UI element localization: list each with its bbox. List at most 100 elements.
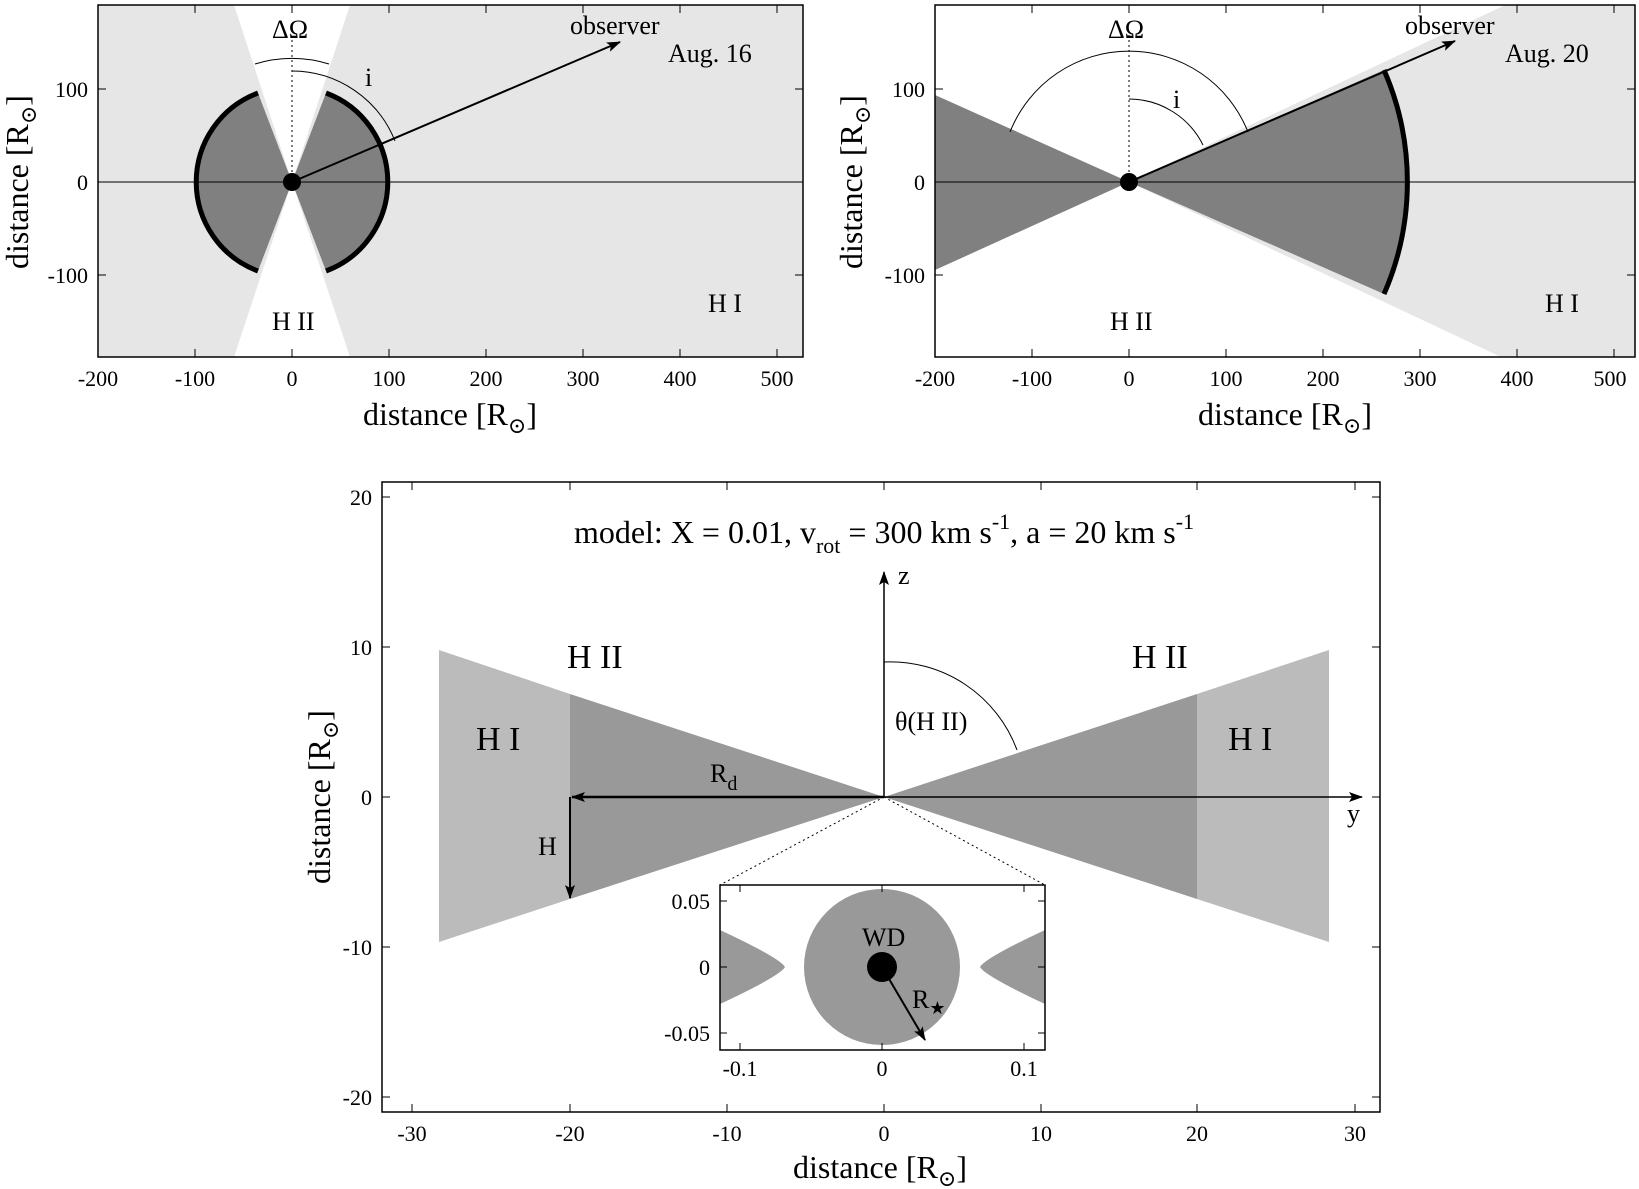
xtick-labels-a: -200 -100 0 100 200 300 400 500	[78, 366, 794, 391]
inset-ticks	[720, 885, 1045, 1050]
svg-text:400: 400	[664, 366, 697, 391]
ticks-model	[382, 482, 1380, 1112]
svg-text:-20: -20	[343, 1085, 372, 1110]
inset-ytick-labels: 0.05 0 -0.05	[664, 889, 710, 1046]
svg-text:0: 0	[77, 170, 88, 195]
svg-text:-10: -10	[343, 935, 372, 960]
svg-text:-0.05: -0.05	[664, 1021, 710, 1046]
ylabel-b: distance [R⊙]	[833, 95, 875, 269]
xlabel-b: distance [R⊙]	[1198, 396, 1372, 438]
svg-text:0: 0	[877, 1056, 888, 1081]
svg-text:-20: -20	[555, 1121, 584, 1146]
inset-radius-arrow	[881, 966, 926, 1041]
svg-text:-200: -200	[915, 366, 955, 391]
xtick-labels-b: -200 -100 0 100 200 300 400 500	[915, 366, 1627, 391]
observer-arrow-b	[1128, 40, 1456, 183]
inset-disk-right	[980, 930, 1045, 1004]
svg-text:-100: -100	[1012, 366, 1052, 391]
svg-text:100: 100	[373, 366, 406, 391]
zoom-line-left	[719, 796, 885, 886]
inset-wd-label: WD	[862, 923, 905, 952]
h-label: H	[538, 832, 557, 861]
svg-text:10: 10	[1030, 1121, 1052, 1146]
svg-text:100: 100	[55, 77, 88, 102]
xlabel-a: distance [R⊙]	[363, 396, 537, 438]
svg-text:20: 20	[350, 485, 372, 510]
hi-label-left: H I	[476, 721, 520, 758]
svg-text:20: 20	[1186, 1121, 1208, 1146]
svg-text:300: 300	[1404, 366, 1437, 391]
inclination-arc-a	[291, 70, 396, 142]
svg-text:-0.1: -0.1	[723, 1056, 758, 1081]
xtick-labels-model: -30 -20 -10 0 10 20 30	[397, 1121, 1366, 1146]
xlabel-model: distance [R⊙]	[793, 1149, 967, 1189]
hi-wedge-right	[1197, 650, 1329, 942]
z-axis-label: z	[898, 561, 910, 590]
delta-omega-arc-a	[254, 57, 330, 65]
inclination-label-a: i	[365, 63, 372, 92]
svg-text:500: 500	[761, 366, 794, 391]
ticks-a	[97, 5, 803, 357]
model-title: model: X = 0.01, vrot = 300 km s-1, a = …	[574, 509, 1194, 558]
hii-label-a: H II	[272, 307, 315, 336]
inset-panel: WD R★ -0.1 0 0.1 0.05 0 -0.05	[664, 884, 1046, 1081]
hii-label-right: H II	[1132, 639, 1188, 676]
inset-xtick-labels: -0.1 0 0.1	[723, 1056, 1038, 1081]
svg-text:200: 200	[1307, 366, 1340, 391]
svg-text:10: 10	[350, 635, 372, 660]
inset-rstar-label: R★	[912, 985, 945, 1018]
hi-label-right: H I	[1228, 721, 1272, 758]
svg-text:0.1: 0.1	[1010, 1056, 1038, 1081]
svg-text:0: 0	[1124, 366, 1135, 391]
svg-text:400: 400	[1501, 366, 1534, 391]
svg-text:100: 100	[892, 77, 925, 102]
observer-label-a: observer	[570, 11, 660, 40]
panel-aug20: ΔΩ i observer Aug. 20 H II H I -200 -100…	[833, 4, 1636, 438]
date-label-b: Aug. 20	[1505, 39, 1589, 68]
hi-wedge-left	[439, 650, 570, 942]
hi-label-a: H I	[708, 289, 742, 318]
hii-label-left: H II	[567, 639, 623, 676]
inclination-label-b: i	[1173, 85, 1180, 114]
svg-text:0: 0	[879, 1121, 890, 1146]
svg-text:100: 100	[1210, 366, 1243, 391]
svg-text:-200: -200	[78, 366, 118, 391]
svg-text:300: 300	[567, 366, 600, 391]
svg-text:-100: -100	[48, 263, 88, 288]
theta-label: θ(H II)	[895, 707, 967, 736]
ionized-cone-a-lower	[234, 182, 350, 357]
white-dwarf-a	[283, 173, 301, 191]
panel-aug16: ΔΩ i observer Aug. 16 H II H I -200 -100…	[0, 4, 804, 438]
svg-text:-10: -10	[712, 1121, 741, 1146]
observer-arrow-a	[291, 41, 621, 183]
svg-text:30: 30	[1344, 1121, 1366, 1146]
ytick-labels-b: 100 0 -100	[885, 77, 925, 288]
svg-text:0: 0	[914, 170, 925, 195]
svg-text:-100: -100	[175, 366, 215, 391]
svg-text:0: 0	[287, 366, 298, 391]
frame-a	[97, 4, 804, 358]
rd-label: Rd	[710, 759, 737, 795]
inclination-arc-b	[1128, 98, 1204, 146]
hii-label-b: H II	[1110, 307, 1153, 336]
date-label-a: Aug. 16	[668, 39, 752, 68]
observer-label-b: observer	[1405, 11, 1495, 40]
y-axis-label: y	[1347, 799, 1360, 828]
ytick-labels-a: 100 0 -100	[48, 77, 88, 288]
ylabel-model: distance [R⊙]	[301, 710, 343, 884]
panel-model: model: X = 0.01, vrot = 300 km s-1, a = …	[301, 481, 1381, 1189]
svg-text:-100: -100	[885, 263, 925, 288]
zoom-line-right	[883, 796, 1046, 886]
ytick-labels-model: 20 10 0 -10 -20	[343, 485, 372, 1110]
ylabel-a: distance [R⊙]	[0, 95, 41, 269]
svg-text:0: 0	[699, 955, 710, 980]
svg-text:200: 200	[470, 366, 503, 391]
svg-text:500: 500	[1594, 366, 1627, 391]
svg-text:0: 0	[361, 785, 372, 810]
inset-disk-left	[720, 930, 785, 1004]
ionized-cone-a	[234, 5, 350, 182]
ticks-b	[934, 5, 1635, 357]
white-dwarf-b	[1120, 173, 1138, 191]
delta-omega-label-a: ΔΩ	[272, 15, 308, 44]
